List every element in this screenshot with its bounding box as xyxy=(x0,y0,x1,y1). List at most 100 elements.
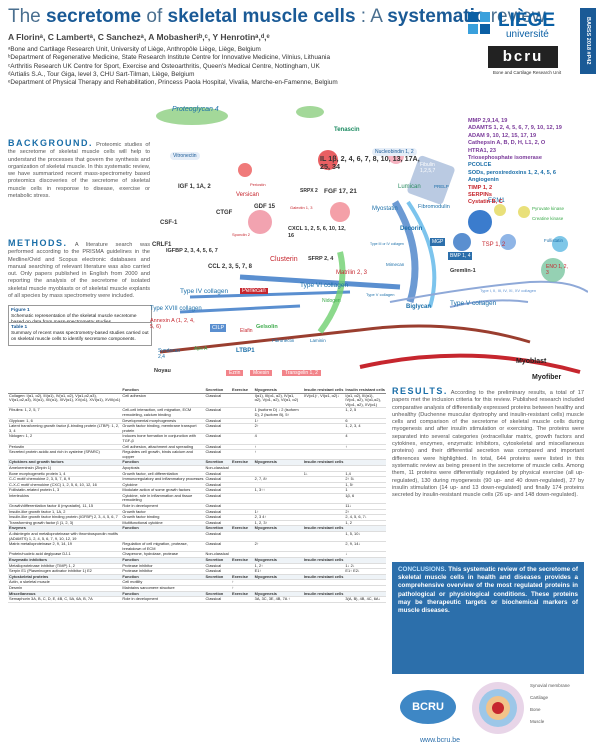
table-cell: 1, 2 xyxy=(344,520,386,527)
table-cell: Classical xyxy=(204,408,231,419)
table-cell xyxy=(231,596,254,603)
table-cell: Classical xyxy=(204,531,231,543)
table-row: Secreted protein acidic and rich in cyst… xyxy=(8,449,386,461)
table-cell: Transforming growth factor β (1, 2, 3) xyxy=(8,520,122,527)
legend-bone: Bone xyxy=(530,707,541,712)
table-cell: Fibulins: 1, 2, 5, 7 xyxy=(8,408,122,419)
table-cell: 1, 3↑↑ xyxy=(253,488,303,494)
table-cell: 1, 5, 10↓ xyxy=(344,531,386,543)
table-cell: Cell adhesion xyxy=(121,393,205,409)
table-cell: Desmin xyxy=(8,585,122,592)
label-crlf1: CRLF1 xyxy=(152,242,172,248)
label-laminin: Laminin xyxy=(310,338,326,343)
table-cell: ↑ xyxy=(253,444,303,451)
enzyme-item: TIMP 1, 2 xyxy=(468,184,493,191)
table-cell: Classical xyxy=(204,418,231,425)
table-cell: Ameloreninsin (Zinpin 1) xyxy=(8,465,122,472)
table-cell xyxy=(302,482,345,489)
table-cell: Function xyxy=(121,574,205,581)
table-cell xyxy=(231,444,254,451)
label-fibronectin: Fibronectin xyxy=(272,338,295,343)
label-galectin: Galectin 1, 3 xyxy=(290,205,313,210)
label-ctgf: CTGF xyxy=(216,210,233,216)
bcru-logo: bcru xyxy=(488,46,558,68)
label-srpx2: SRPX 2 xyxy=(300,188,318,194)
table-cell: 11↓ xyxy=(344,503,386,510)
table-cell xyxy=(302,596,345,603)
table-cell: ↑ xyxy=(231,585,254,592)
table-cell: 1, 2↑ xyxy=(253,563,303,570)
label-collagen2: Type V collagen xyxy=(366,292,395,297)
table-cell xyxy=(231,509,254,516)
table-cell: Secretion xyxy=(204,574,231,581)
enzyme-item: Cathepsin A, B, D, H, L1, 2, O xyxy=(468,140,546,147)
table-cell: 1, 2, 5 xyxy=(344,408,386,419)
label-mimecan: Mimecan xyxy=(386,262,405,267)
table-cell: Periostin xyxy=(8,444,122,451)
table-cell: 3(A, B), 4B, 4C, 6A↓ xyxy=(344,597,386,603)
legend-cartilage: Cartilage xyxy=(530,695,549,700)
results-table: Function Secretion Exercise Myogenesis I… xyxy=(8,388,386,746)
table-cell xyxy=(302,568,345,575)
label-biglycan: Biglycan xyxy=(406,304,432,310)
table-cell xyxy=(231,503,254,510)
table-cell: 1↑ xyxy=(253,509,303,516)
enzyme-item: SERPINs xyxy=(468,192,492,199)
table-cell: 4 xyxy=(344,434,386,445)
table-cell xyxy=(302,503,345,510)
table-cell: 1, 2, 3↑ xyxy=(253,520,303,527)
table-cell: Classical xyxy=(204,503,231,510)
table-cell xyxy=(302,465,345,472)
enzyme-item: HTRA1, 23 xyxy=(468,147,496,154)
table-cell: Function xyxy=(121,557,205,564)
table-cell xyxy=(231,551,254,558)
table-cell: Myogenesis xyxy=(253,557,303,564)
table-cell xyxy=(302,579,345,586)
label-mgp: MGP xyxy=(430,238,446,246)
table-row: Serpin E1 (Plasminogen activator inhibit… xyxy=(8,569,386,575)
table-cell xyxy=(231,563,254,570)
table-cell xyxy=(231,433,254,445)
enzyme-item: ADAM 9, 10, 12, 15, 17, 19 xyxy=(468,132,537,139)
table-cell xyxy=(231,407,254,419)
conclusions-box: CONCLUSIONS. This systematic review of t… xyxy=(392,562,584,674)
table-row: C-X-C motif chemokine (CXC) 1, 2, 5, 6, … xyxy=(8,482,386,489)
table-cell xyxy=(344,585,386,592)
table-row: Semaphorin 3A, B, C, D, E, 4B, C, 5A, 6A… xyxy=(8,597,386,603)
table-cell: Secretion xyxy=(204,460,231,466)
label-periostin: Periostin xyxy=(250,182,266,187)
enzyme-item: MMP 2,9,14, 19 xyxy=(468,118,508,124)
table-cell: ↑ xyxy=(344,444,386,451)
table-cell: Protein/nucleic acid deglycase DJ-1 xyxy=(8,552,122,558)
table-cell: Cell-cell interaction, cell migration, E… xyxy=(121,408,205,419)
enzyme-list: MMP 2,9,14, 19 ADAMTS 1, 2, 4, 5, 6, 7, … xyxy=(468,118,586,207)
table-cell: E1↑ xyxy=(253,569,303,575)
table-cell: Classical xyxy=(204,509,231,516)
table-cell xyxy=(231,493,254,505)
table-cell: Secretion xyxy=(204,526,231,532)
table-cell xyxy=(302,487,345,494)
table-cell xyxy=(231,471,254,478)
table-row: Collagen: I(α1, α2), III(α1), IV(α1, α2)… xyxy=(8,393,386,409)
table-cell: I(α1, α2), III(α1), IV(α1, α2), V(α1,α2)… xyxy=(344,393,386,409)
label-clusterin: Clusterin xyxy=(270,256,298,263)
label-gelsolin: Gelsolin xyxy=(256,324,278,330)
table-cell: Interleukins xyxy=(8,493,122,505)
table-cell: Growth/differentiation factor 8 (myostat… xyxy=(8,503,122,510)
label-ccl: CCL 2, 3, 5, 7, 8 xyxy=(208,264,252,270)
results-section: RESULTS. According to the preliminary re… xyxy=(392,386,584,499)
table-cell xyxy=(302,514,345,521)
legend-muscle: Muscle xyxy=(530,719,545,724)
table-cell: Cell motility xyxy=(121,580,205,586)
website-link[interactable]: www.bcru.be xyxy=(420,737,461,744)
table-cell: Apoptosis xyxy=(121,465,205,472)
table-cell xyxy=(302,407,345,419)
table-cell: ↑ xyxy=(253,449,303,461)
table-cell xyxy=(121,531,205,543)
label-eno: ENO 1, 2, 3 xyxy=(546,264,568,276)
table-cell: 1β, 6 xyxy=(344,493,386,505)
